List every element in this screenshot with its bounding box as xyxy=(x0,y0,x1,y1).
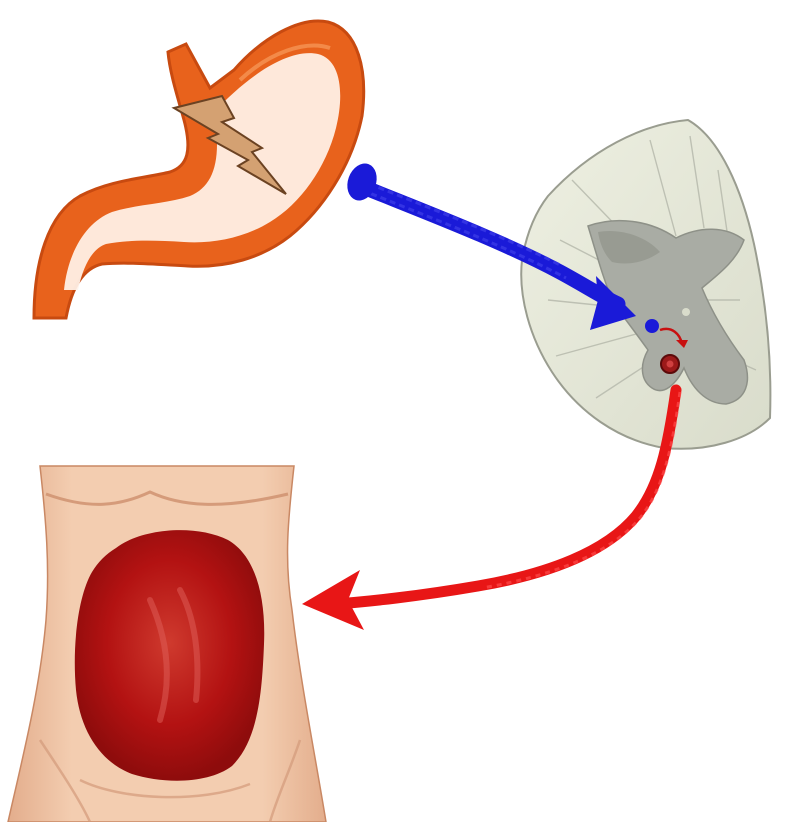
spinal-cord-central-canal xyxy=(682,308,690,316)
abdomen-illustration xyxy=(8,466,326,822)
efferent-neuron-nucleus xyxy=(667,361,674,368)
stomach-illustration xyxy=(34,21,364,318)
spinal-cord-cross-section xyxy=(521,120,770,449)
afferent-neuron-terminal xyxy=(645,319,659,333)
referred-pain-area xyxy=(75,530,264,781)
